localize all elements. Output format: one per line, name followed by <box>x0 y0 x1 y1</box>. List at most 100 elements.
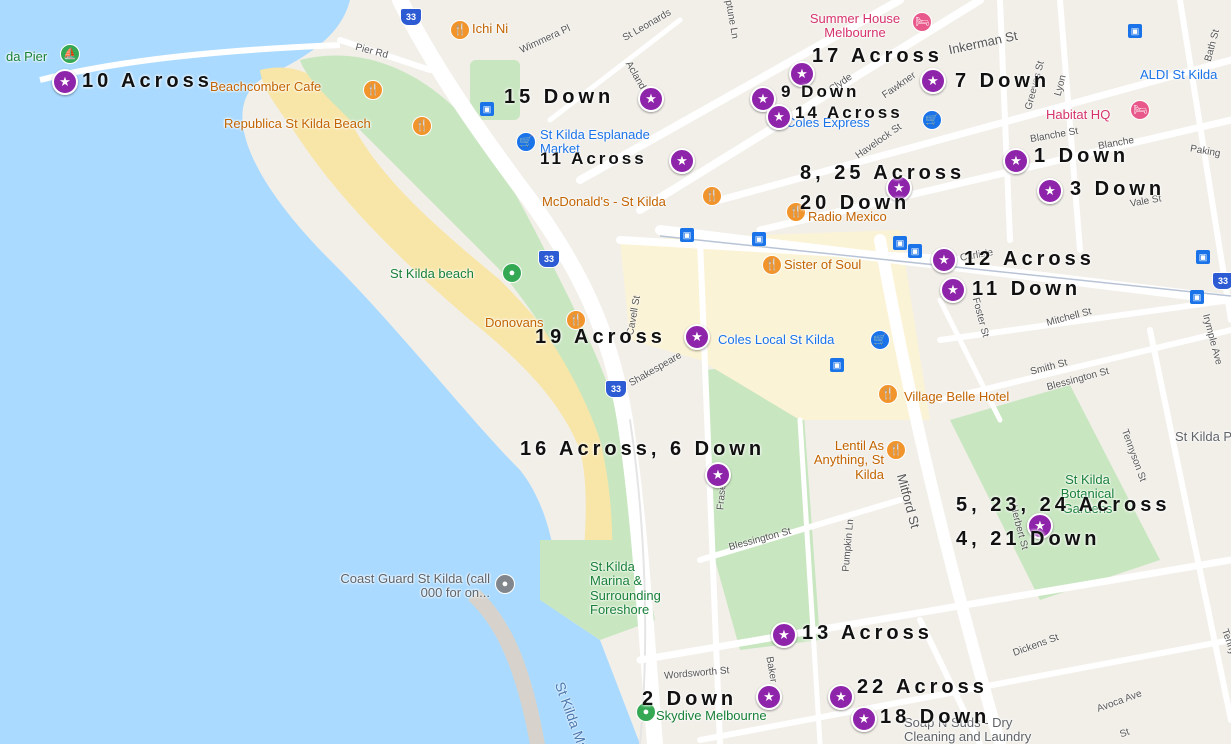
place-coast-guard[interactable]: Coast Guard St Kilda (call 000 for on... <box>340 571 490 601</box>
clue-label: 13 Across <box>802 622 933 644</box>
star-marker-icon[interactable]: ★ <box>756 684 782 710</box>
shopping-icon[interactable]: 🛒 <box>870 330 890 350</box>
tram-stop-icon[interactable]: ▣ <box>480 102 494 116</box>
place-beachcomber[interactable]: Beachcomber Cafe <box>210 79 322 94</box>
place-donovans[interactable]: Donovans <box>485 315 544 330</box>
clue-label: 5, 23, 24 Across <box>956 494 1171 516</box>
clue-label: 3 Down <box>1070 178 1166 200</box>
oval-park <box>705 360 820 650</box>
clue-label: 12 Across <box>964 248 1095 270</box>
shopping-icon[interactable]: 🛒 <box>516 132 536 152</box>
place-marina[interactable]: St.Kilda Marina & Surrounding Foreshore <box>590 559 661 617</box>
tram-stop-icon[interactable]: ▣ <box>908 244 922 258</box>
place-mcdonalds[interactable]: McDonald's - St Kilda <box>542 194 666 209</box>
restaurant-icon[interactable]: 🍴 <box>762 255 782 275</box>
clue-label: 17 Across <box>812 45 943 67</box>
star-marker-icon[interactable]: ★ <box>886 175 912 201</box>
restaurant-icon[interactable]: 🍴 <box>363 80 383 100</box>
marina-water <box>540 600 640 744</box>
bay-water <box>0 0 600 744</box>
place-soap-n-suds[interactable]: Soap N Suds - Dry Cleaning and Laundry <box>904 715 1032 744</box>
clue-label: 18 Down <box>880 706 991 728</box>
clue-label: 15 Down <box>504 86 615 108</box>
place-coles-express[interactable]: Coles Express <box>786 115 870 130</box>
breakwater <box>468 590 545 744</box>
place-sister-of-soul[interactable]: Sister of Soul <box>784 257 862 272</box>
place-skydive[interactable]: Skydive Melbourne <box>656 708 767 723</box>
place-st-kilda-pri[interactable]: St Kilda Pri <box>1175 429 1231 444</box>
tram-stop-icon[interactable]: ▣ <box>1196 250 1210 264</box>
restaurant-icon[interactable]: 🍴 <box>566 310 586 330</box>
clue-label: 11 Down <box>972 278 1082 300</box>
clue-label: 20 Down <box>800 192 911 214</box>
shopping-icon[interactable]: 🛒 <box>922 110 942 130</box>
restaurant-icon[interactable]: 🍴 <box>786 202 806 222</box>
clue-label: 7 Down <box>955 70 1051 92</box>
clue-label: 4, 21 Down <box>956 528 1101 550</box>
place-aldi[interactable]: ALDI St Kilda <box>1140 67 1218 82</box>
hotel-icon[interactable]: 🛏 <box>1130 100 1150 120</box>
star-marker-icon[interactable]: ★ <box>1003 148 1029 174</box>
place-coles-local[interactable]: Coles Local St Kilda <box>718 332 835 347</box>
place-esplanade-market[interactable]: St Kilda Esplanade Market <box>540 127 650 157</box>
tram-stop-icon[interactable]: ▣ <box>893 236 907 250</box>
botanical-park <box>950 385 1160 600</box>
clue-label: 16 Across, 6 Down <box>520 438 766 460</box>
tram-stop-icon[interactable]: ▣ <box>752 232 766 246</box>
beach-sand <box>260 67 617 600</box>
star-marker-icon[interactable]: ★ <box>684 324 710 350</box>
place-summer-house[interactable]: Summer House Melbourne <box>809 11 901 41</box>
star-marker-icon[interactable]: ★ <box>1037 178 1063 204</box>
star-marker-icon[interactable]: ★ <box>789 61 815 87</box>
star-marker-icon[interactable]: ★ <box>940 277 966 303</box>
star-marker-icon[interactable]: ★ <box>851 706 877 732</box>
clue-label: 10 Across <box>82 70 213 92</box>
clue-label: 19 Across <box>535 326 666 348</box>
tram-stop-icon[interactable]: ▣ <box>680 228 694 242</box>
location-pin-icon[interactable]: ● <box>636 702 656 722</box>
restaurant-icon[interactable]: 🍴 <box>412 116 432 136</box>
place-radio-mexico[interactable]: Radio Mexico <box>808 209 887 224</box>
place-republica[interactable]: Republica St Kilda Beach <box>224 116 371 131</box>
restaurant-icon[interactable]: 🍴 <box>450 20 470 40</box>
boat-icon[interactable]: ⛵ <box>60 44 80 64</box>
star-marker-icon[interactable]: ★ <box>638 86 664 112</box>
clue-label: 22 Across <box>857 676 988 698</box>
place-pier[interactable]: da Pier <box>6 49 48 64</box>
star-marker-icon[interactable]: ★ <box>931 247 957 273</box>
star-marker-icon[interactable]: ★ <box>766 104 792 130</box>
route-33-shield: 33 <box>538 250 560 268</box>
star-marker-icon[interactable]: ★ <box>828 684 854 710</box>
tram-stop-icon[interactable]: ▣ <box>830 358 844 372</box>
star-marker-icon[interactable]: ★ <box>771 622 797 648</box>
clue-label: 14 Across <box>795 103 903 122</box>
star-marker-icon[interactable]: ★ <box>669 148 695 174</box>
tram-stop-icon[interactable]: ▣ <box>1190 290 1204 304</box>
place-st-kilda-beach[interactable]: St Kilda beach <box>390 266 474 281</box>
tram-stop-icon[interactable]: ▣ <box>1128 24 1142 38</box>
clue-label: 8, 25 Across <box>800 162 966 184</box>
place-lentil[interactable]: Lentil As Anything, St Kilda <box>813 438 884 482</box>
hotel-icon[interactable]: 🛏 <box>912 12 932 32</box>
route-33-shield: 33 <box>605 380 627 398</box>
place-botanical[interactable]: St Kilda Botanical Gardens <box>1060 472 1115 516</box>
place-ichi-ni[interactable]: Ichi Ni <box>472 21 509 36</box>
bar-icon[interactable]: 🍴 <box>878 384 898 404</box>
clue-label: 11 Across <box>540 149 647 168</box>
place-village-belle[interactable]: Village Belle Hotel <box>904 389 1010 404</box>
route-33-shield: 33 <box>400 8 422 26</box>
marina-park <box>540 540 655 640</box>
route-33-shield: 33 <box>1212 272 1231 290</box>
star-marker-icon[interactable]: ★ <box>1027 513 1053 539</box>
star-marker-icon[interactable]: ★ <box>52 69 78 95</box>
restaurant-icon[interactable]: 🍴 <box>886 440 906 460</box>
star-marker-icon[interactable]: ★ <box>705 462 731 488</box>
star-marker-icon[interactable]: ★ <box>920 68 946 94</box>
beach-icon[interactable]: ● <box>502 263 522 283</box>
clue-label: 9 Down <box>781 82 860 101</box>
place-habitat[interactable]: Habitat HQ <box>1046 107 1111 122</box>
location-pin-icon[interactable]: ● <box>495 574 515 594</box>
restaurant-icon[interactable]: 🍴 <box>702 186 722 206</box>
